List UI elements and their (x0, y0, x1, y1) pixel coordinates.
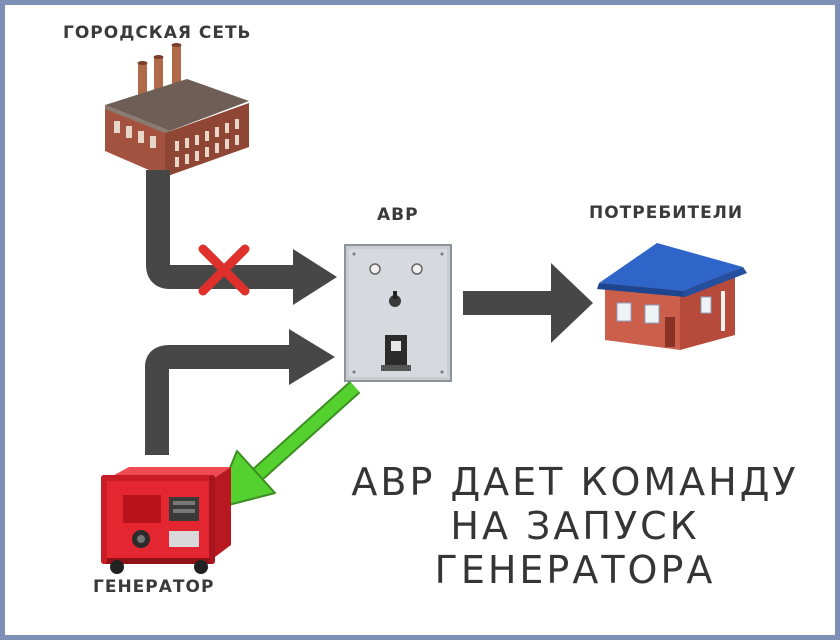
command-arrow (212, 381, 361, 510)
caption-line-1: АВР ДАЕТ КОМАНДУ (351, 460, 799, 504)
diagram-canvas (101, 43, 747, 574)
consumers-label: ПОТРЕБИТЕЛИ (589, 203, 744, 223)
city-grid-label: ГОРОДСКАЯ СЕТЬ (63, 23, 252, 43)
caption-line-2: НА ЗАПУСК (450, 504, 700, 548)
cross-icon (198, 244, 250, 296)
output-arrow (463, 263, 593, 343)
factory-icon (105, 43, 249, 177)
generator-supply-arrow (145, 329, 335, 455)
control-panel-icon (344, 244, 452, 382)
avr-label: АВР (377, 205, 419, 225)
caption-line-3: ГЕНЕРАТОРА (434, 548, 716, 592)
grid-supply-arrow (146, 170, 337, 305)
house-icon (597, 243, 747, 350)
generator-label: ГЕНЕРАТОР (93, 577, 215, 597)
generator-icon (101, 467, 231, 574)
